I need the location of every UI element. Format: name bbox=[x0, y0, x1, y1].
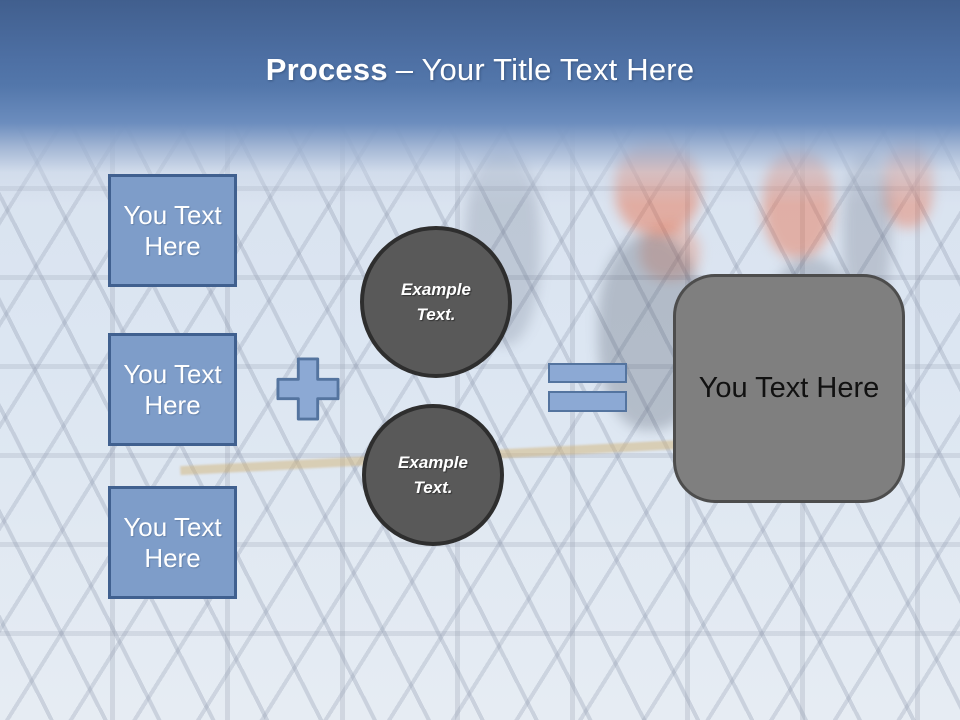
worker-vest bbox=[640, 225, 700, 280]
slide-title[interactable]: Process– Your Title Text Here bbox=[0, 52, 960, 88]
example-circle-2[interactable]: Example Text. bbox=[362, 404, 504, 546]
equals-icon[interactable] bbox=[548, 363, 627, 383]
result-box-label: You Text Here bbox=[698, 372, 880, 404]
example-circle-2-label: Example Text. bbox=[398, 453, 468, 497]
slide-title-rest: – Your Title Text Here bbox=[395, 52, 695, 87]
input-box-2-label: You Text Here bbox=[123, 358, 222, 420]
example-circle-1-label: Example Text. bbox=[401, 280, 471, 324]
equals-icon[interactable] bbox=[548, 391, 627, 412]
example-circle-1[interactable]: Example Text. bbox=[360, 226, 512, 378]
header-band bbox=[0, 0, 960, 205]
input-box-3[interactable]: You Text Here bbox=[108, 486, 237, 599]
slide-title-bold: Process bbox=[265, 52, 388, 87]
plus-icon[interactable] bbox=[276, 357, 340, 421]
input-box-1-label: You Text Here bbox=[123, 199, 222, 261]
input-box-3-label: You Text Here bbox=[123, 511, 222, 573]
input-box-1[interactable]: You Text Here bbox=[108, 174, 237, 287]
input-box-2[interactable]: You Text Here bbox=[108, 333, 237, 446]
result-box[interactable]: You Text Here bbox=[673, 274, 905, 503]
